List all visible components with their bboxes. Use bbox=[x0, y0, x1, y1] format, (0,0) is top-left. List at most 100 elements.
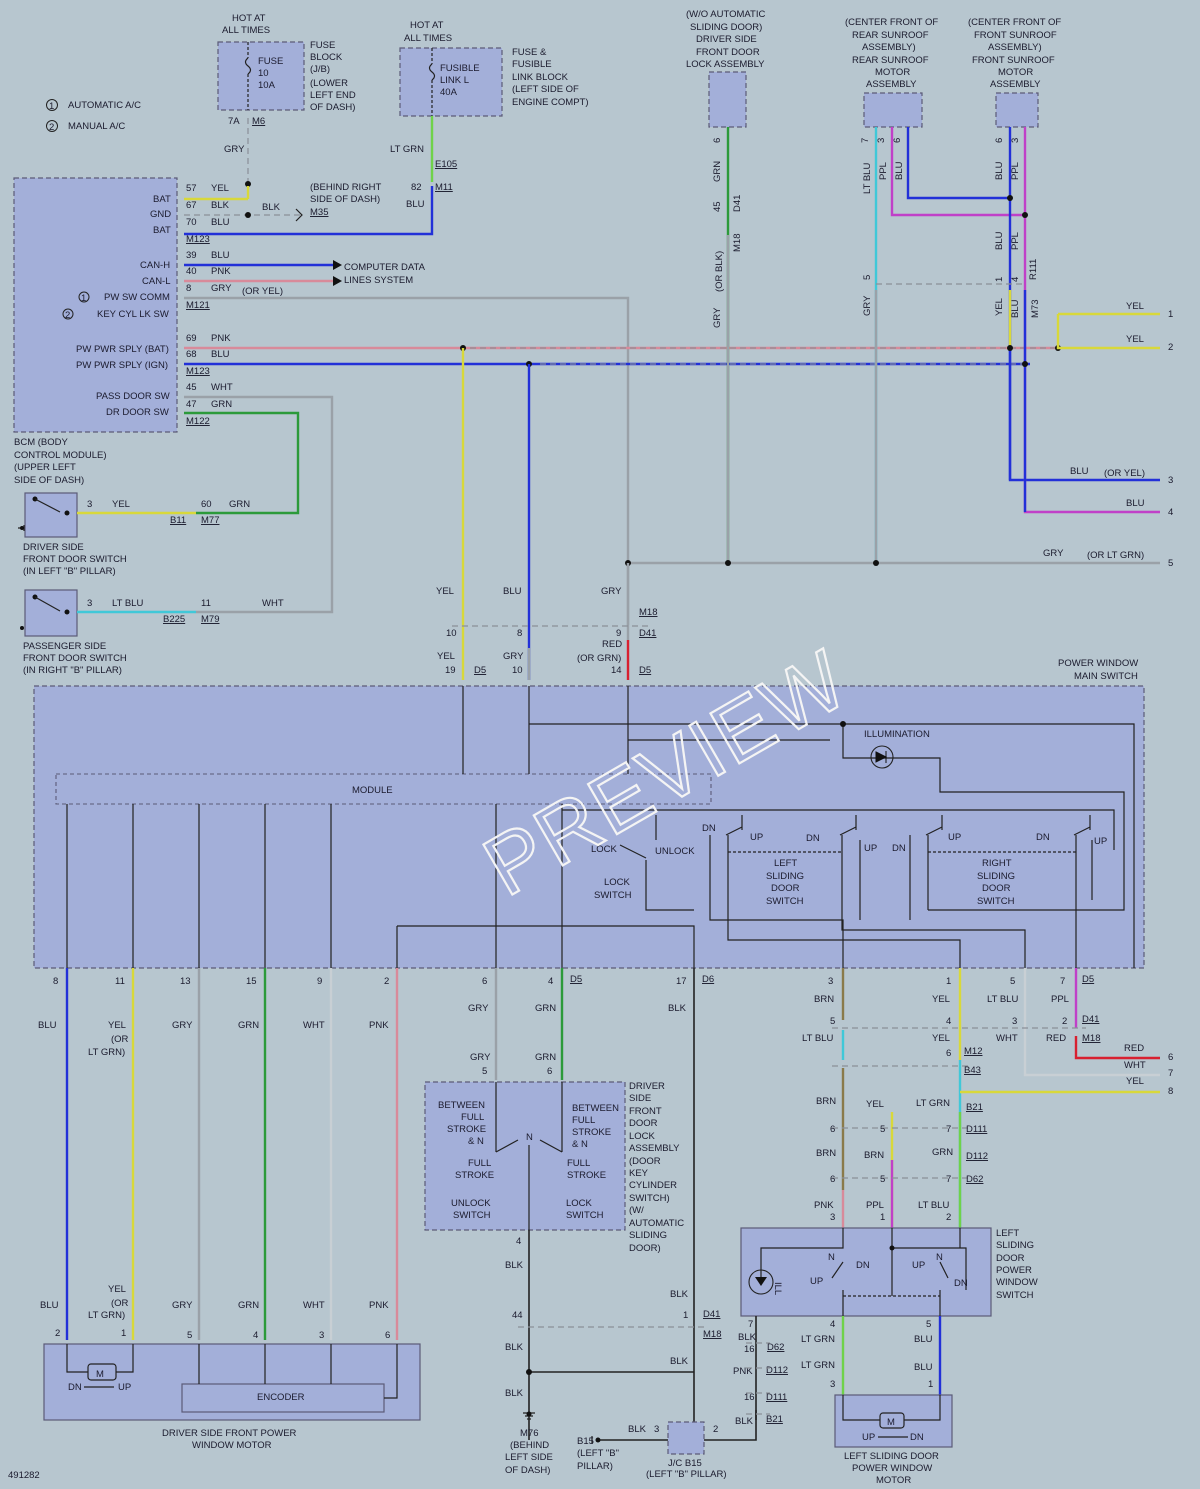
component-title: POWER WINDOW bbox=[1058, 658, 1138, 669]
pin-label: KEY CYL LK SW bbox=[97, 309, 169, 320]
component-desc: (W/O AUTOMATIC bbox=[686, 9, 765, 20]
wire-color-label: BLU bbox=[38, 1020, 57, 1031]
left-sliding-door-power-window-motor: M UP DN LEFT SLIDING DOOR POWER WINDOW M… bbox=[834, 1394, 953, 1486]
wire-color-label: YEL bbox=[112, 499, 130, 510]
component-desc: ASSEMBLY bbox=[990, 79, 1041, 90]
wire-color-label: GRY bbox=[172, 1020, 193, 1031]
wire-color-label: GRY bbox=[211, 283, 232, 294]
rear-sunroof-motor: (CENTER FRONT OF REAR SUNROOF ASSEMBLY) … bbox=[845, 17, 1025, 563]
motor-icon bbox=[879, 1412, 905, 1429]
connector-id: M18 bbox=[639, 607, 657, 618]
wire-color-label: YEL bbox=[1126, 334, 1144, 345]
wire-color-label: BLU bbox=[406, 199, 425, 210]
pin-number: 1 bbox=[994, 277, 1005, 282]
fuse-number: 10 bbox=[258, 68, 269, 79]
wire-color-label: GRN bbox=[535, 1052, 556, 1063]
component-desc: DOOR bbox=[629, 1118, 658, 1129]
component-desc: LEFT SLIDING DOOR bbox=[844, 1451, 939, 1462]
pin-label: PASS DOOR SW bbox=[96, 391, 170, 402]
component-desc: DOOR bbox=[996, 1253, 1025, 1264]
wire-color-label: YEL bbox=[932, 994, 950, 1005]
component-desc: ASSEMBLY) bbox=[862, 42, 916, 53]
connector-id: D41 bbox=[1082, 1014, 1099, 1025]
motor-symbol: M bbox=[887, 1417, 895, 1428]
switch-desc: STROKE bbox=[572, 1127, 611, 1138]
component-desc: WINDOW bbox=[996, 1277, 1038, 1288]
legend-number: 1 bbox=[49, 101, 54, 112]
switch-desc: & N bbox=[572, 1139, 588, 1150]
connector-id: D41 bbox=[732, 195, 743, 212]
wire-color-label: BLU bbox=[914, 1334, 933, 1345]
up-label: UP bbox=[810, 1276, 823, 1287]
component-desc: LOCK ASSEMBLY bbox=[686, 59, 765, 70]
pin-number: 4 bbox=[1010, 277, 1021, 282]
wire-color-label: GRN bbox=[238, 1300, 259, 1311]
switch-desc: FULL bbox=[572, 1115, 595, 1126]
pin-number: 4 bbox=[830, 1319, 835, 1330]
unlock-label: UNLOCK bbox=[655, 846, 695, 857]
bcm-desc: CONTROL MODULE) bbox=[14, 450, 107, 461]
pin-label: GND bbox=[150, 209, 171, 220]
illumination-label: ILLUMINATION bbox=[864, 729, 930, 740]
pin-number: 8 bbox=[53, 976, 58, 987]
component-desc: ASSEMBLY bbox=[629, 1143, 680, 1154]
ground-desc: PILLAR) bbox=[577, 1461, 613, 1472]
connector-id: M123 bbox=[186, 234, 210, 245]
pin-number: 3 bbox=[830, 1212, 835, 1223]
lock-label: LOCK bbox=[591, 844, 618, 855]
fuse-block-desc: BLOCK bbox=[310, 52, 343, 63]
left-sliding-door-labels: 5 4 3 2 D41 LT BLU YEL WHT RED M18 RED 6… bbox=[802, 1014, 1173, 1223]
wire-color-label: BLU bbox=[894, 161, 905, 180]
sliding-door-lock-assembly: (W/O AUTOMATIC SLIDING DOOR) DRIVER SIDE… bbox=[686, 9, 765, 563]
terminal-number: 1 bbox=[1168, 309, 1173, 320]
pin-number: 6 bbox=[830, 1174, 835, 1185]
ill-led-icon bbox=[748, 1269, 774, 1295]
wire-color-label: PNK bbox=[211, 266, 231, 277]
component-desc: DOOR) bbox=[629, 1243, 661, 1254]
fuse-block-desc: OF DASH) bbox=[310, 102, 355, 113]
connector-id: M77 bbox=[201, 515, 219, 526]
wire-color-label: YEL bbox=[437, 651, 455, 662]
wire-color-label: BLU bbox=[1070, 466, 1089, 477]
hot-at-all-times-label: HOT AT bbox=[410, 20, 444, 31]
wire-color-label: (OR YEL) bbox=[242, 286, 283, 297]
terminal-number: 6 bbox=[1168, 1052, 1173, 1063]
component-desc: LOCK bbox=[629, 1131, 656, 1142]
wire-color-label: WHT bbox=[262, 598, 284, 609]
connector-id: B225 bbox=[163, 614, 185, 625]
connector-id: R111 bbox=[1028, 259, 1039, 280]
wire-color-label: PPL bbox=[1010, 232, 1021, 250]
terminal-number: 4 bbox=[1168, 507, 1173, 518]
junction-label: J/C B15 bbox=[668, 1458, 702, 1469]
switch-desc: FRONT DOOR SWITCH bbox=[23, 554, 127, 565]
ground-desc: (BEHIND RIGHT bbox=[310, 182, 381, 193]
pin-number: 1 bbox=[880, 1212, 885, 1223]
component-desc: FRONT bbox=[629, 1106, 662, 1117]
fuse-rating: 40A bbox=[440, 87, 458, 98]
fuse-rating: 10A bbox=[258, 80, 276, 91]
component-desc: DRIVER SIDE bbox=[696, 34, 757, 45]
wire-color-label: PNK bbox=[733, 1366, 753, 1377]
wire-color-label: GRN bbox=[932, 1147, 953, 1158]
component-desc: MOTOR bbox=[876, 1475, 911, 1486]
fuse-label: FUSE bbox=[258, 56, 283, 67]
pin-number: 70 bbox=[186, 217, 197, 228]
pin-number: 6 bbox=[385, 1330, 390, 1341]
component-desc: LEFT bbox=[996, 1228, 1019, 1239]
pin-number: 45 bbox=[186, 382, 197, 393]
switch-desc: SWITCH bbox=[453, 1210, 491, 1221]
pin-number: 4 bbox=[516, 1236, 521, 1247]
connector-id: B21 bbox=[766, 1414, 783, 1425]
pin-number: 40 bbox=[186, 266, 197, 277]
component-desc: FRONT SUNROOF bbox=[972, 55, 1055, 66]
wire-color-label: YEL bbox=[1126, 301, 1144, 312]
component-desc: ASSEMBLY bbox=[866, 79, 917, 90]
pin-number: 4 bbox=[548, 976, 553, 987]
lock-switch-label: LOCK bbox=[604, 877, 631, 888]
wire-color-label: PPL bbox=[1010, 162, 1021, 180]
wire-color-label: GRN bbox=[229, 499, 250, 510]
pin-number: 3 bbox=[830, 1379, 835, 1390]
pin-label: CAN-L bbox=[142, 276, 171, 287]
pin-number: 8 bbox=[186, 283, 191, 294]
switch-desc: PASSENGER SIDE bbox=[23, 641, 106, 652]
